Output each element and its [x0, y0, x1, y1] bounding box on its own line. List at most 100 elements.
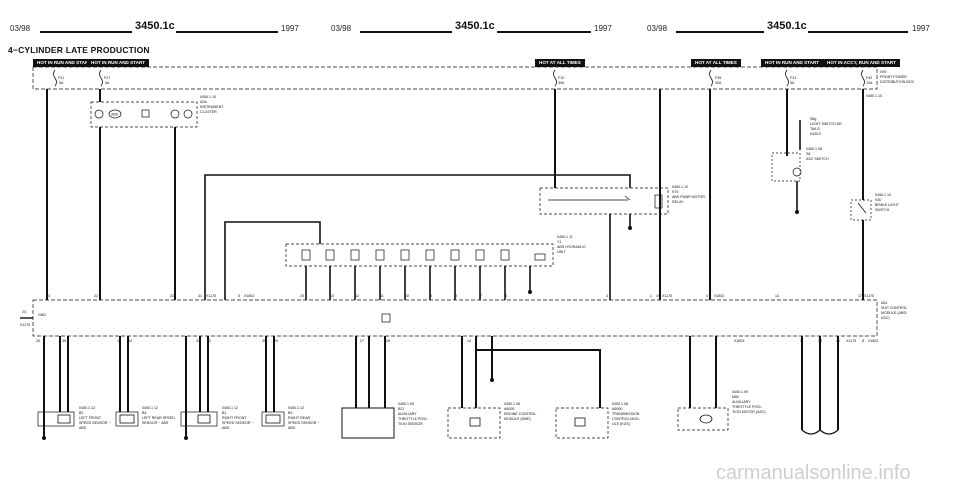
pump-relay-ref: K75 — [672, 190, 678, 194]
svg-text:29: 29 — [274, 339, 278, 343]
tcm-ref: A6000 — [612, 407, 622, 411]
brake-switch-ref: S30 — [875, 198, 881, 202]
fuse-f10-id: F10 — [558, 76, 564, 80]
solenoid-valves — [301, 249, 546, 261]
power-bar-6: HOT IN ACCY, RUN AND START — [823, 59, 900, 67]
pins-bottom: 26 35 12 34 33 32 30 29 27 28 14 X1802 2… — [36, 339, 878, 343]
svg-text:25: 25 — [300, 294, 304, 298]
instrument-cluster-page: 0450.1 10 — [200, 95, 216, 99]
header-right-code: 3450.1c — [767, 20, 807, 32]
instrument-cluster-box — [90, 101, 198, 128]
instrument-cluster-name-2: CLUSTER — [200, 110, 217, 114]
sensor-rf-name-2: SPEED SENSOR − — [222, 421, 253, 425]
asc-switch-ref: S8 — [806, 152, 810, 156]
header-right-year: 1997 — [912, 24, 930, 33]
ground-sensor-1 — [42, 436, 46, 440]
svg-text:X1802: X1802 — [734, 339, 744, 343]
power-bar-1: HOT IN RUN AND START — [33, 59, 96, 67]
header-mid-line-2 — [497, 31, 591, 33]
sensor-tps-page: 0450.1 09 — [398, 402, 414, 406]
svg-text:19: 19 — [656, 294, 660, 298]
cluster-lamp-icon — [94, 109, 104, 119]
relay-ground — [628, 226, 632, 230]
fuse-f27-id: F27 — [104, 76, 110, 80]
instrument-cluster-ref: A2w — [200, 100, 207, 104]
svg-text:26: 26 — [36, 339, 40, 343]
svg-text:X1175: X1175 — [206, 294, 216, 298]
fuse-f21-id: F21 — [58, 76, 64, 80]
sensor-lf-name-1: LEFT FRONT — [79, 416, 102, 420]
sensor-lr-ref: B4 — [142, 411, 146, 415]
tcm-name-2: CONTROL MOD- — [612, 417, 641, 421]
sensor-rr-name-3: ABS — [288, 426, 296, 430]
light-switch-ref: S6g — [810, 117, 816, 121]
asc-switch-icon — [792, 167, 802, 177]
tcm-name-3: ULE (EGS) — [612, 422, 630, 426]
hydraulic-unit-page: 0450.1 11 — [557, 235, 573, 239]
header-left-year: 1997 — [281, 24, 299, 33]
fuse-f27-rating: 5A — [105, 81, 110, 85]
svg-text:11: 11 — [380, 294, 384, 298]
sensor-rr-ref: B3 — [288, 411, 292, 415]
fuse-f21-rating: 5A — [59, 81, 64, 85]
brake-switch-page: 0450.1 10 — [875, 193, 891, 197]
header-mid-date: 03/98 — [331, 24, 352, 33]
motor-ref: M60 — [732, 395, 739, 399]
light-switch-name-2: TAILS — [810, 127, 820, 131]
header-left-code: 3450.1c — [135, 20, 175, 32]
svg-text:28: 28 — [386, 339, 390, 343]
cluster-lamp-icon-2 — [170, 109, 180, 119]
instrument-cluster-name-1: INSTRUMENT — [200, 105, 224, 109]
sensor-rf-name-3: ABS — [222, 426, 230, 430]
power-wires — [46, 89, 864, 300]
asc-switch-page: 0450.1 08 — [806, 147, 822, 151]
svg-text:X1175: X1175 — [662, 294, 672, 298]
sensor-rf-name-1: RIGHT FRONT — [222, 416, 247, 420]
header-mid-code: 3450.1c — [455, 20, 495, 32]
svg-text:27: 27 — [360, 339, 364, 343]
sensor-tps-name-3: TION SENSOR — [398, 422, 423, 426]
module-name-1: SLIP CONTROL — [881, 306, 907, 310]
header-mid-year: 1997 — [594, 24, 612, 33]
fuse-f35-rating: 30A — [715, 81, 722, 85]
svg-text:X1175: X1175 — [846, 339, 856, 343]
sensor-lf-name-3: ABS — [79, 426, 87, 430]
slip-control-module — [32, 299, 878, 337]
module-name-3: ASC) — [881, 316, 890, 320]
asc-switch-name: ASC SWITCH — [806, 157, 829, 161]
svg-text:10: 10 — [405, 294, 409, 298]
svg-text:31: 31 — [198, 294, 202, 298]
cluster-module-icon — [141, 109, 150, 118]
brake-switch-name-2: SWITCH — [875, 208, 890, 212]
svg-text:8: 8 — [862, 339, 864, 343]
sensor-lf-name-2: SPEED SENSOR − — [79, 421, 110, 425]
sensor-lf-page: 0450.1 12 — [79, 406, 95, 410]
power-bar-5: HOT IN RUN AND START — [761, 59, 824, 67]
hydraulic-unit-name-1: ABS HYDRAULIC — [557, 245, 586, 249]
svg-text:13: 13 — [330, 294, 334, 298]
module-name-2: MODULE (ABS/ — [881, 311, 907, 315]
svg-text:X1175: X1175 — [864, 294, 874, 298]
svg-text:4: 4 — [48, 294, 50, 298]
brake-switch-box — [850, 199, 872, 221]
watermark: carmanualsonline.info — [716, 462, 911, 484]
motor-page: 0450.1 09 — [732, 390, 748, 394]
tcm-page: 0450.1 08 — [612, 402, 628, 406]
svg-text:23: 23 — [170, 294, 174, 298]
pins-top: 4 22 23 31 X1175 5 X1802 25 13 12 11 10 … — [48, 294, 874, 298]
sensor-lr-page: 0450.1 12 — [142, 406, 158, 410]
sensor-rf-page: 0450.1 12 — [222, 406, 238, 410]
header-right-line-2 — [808, 31, 908, 33]
svg-text:9: 9 — [430, 294, 432, 298]
fuse-f35-id: F35 — [715, 76, 721, 80]
valve-wires — [204, 174, 631, 300]
fuse-box-outline — [32, 66, 878, 90]
ecm-ref: A6000 — [504, 407, 514, 411]
motor-name-3: TION MOTOR (ASC) — [732, 410, 766, 414]
hydraulic-ground — [528, 290, 532, 294]
abs-warning-label: ABS — [111, 113, 119, 117]
sensor-tps-name-1: AUXILIARY — [398, 412, 417, 416]
svg-text:30: 30 — [262, 339, 266, 343]
sensor-tps-ref: B21 — [398, 407, 404, 411]
